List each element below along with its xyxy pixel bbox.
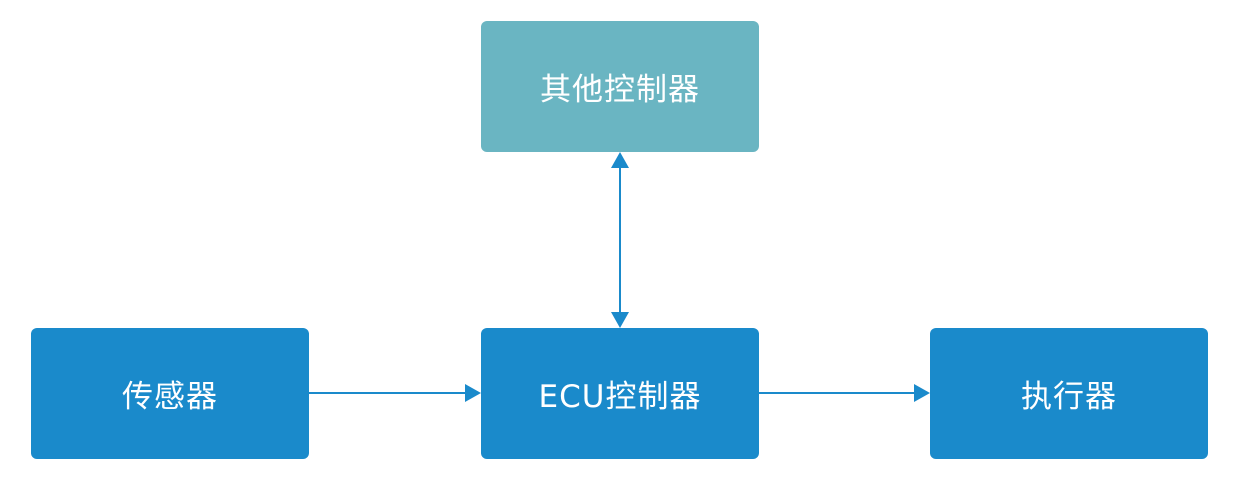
arrow-ecu-other-bidirectional xyxy=(611,152,629,328)
node-actuator-label: 执行器 xyxy=(1021,379,1117,415)
node-sensor: 传感器 xyxy=(31,328,309,459)
node-other-controllers: 其他控制器 xyxy=(481,21,759,152)
arrow-ecu-to-actuator xyxy=(759,384,930,402)
node-actuator: 执行器 xyxy=(930,328,1208,459)
node-sensor-label: 传感器 xyxy=(122,379,218,415)
node-other-controllers-label: 其他控制器 xyxy=(540,72,700,108)
arrow-sensor-to-ecu xyxy=(309,384,481,402)
node-ecu-controller: ECU控制器 xyxy=(481,328,759,459)
node-ecu-controller-label: ECU控制器 xyxy=(538,379,702,415)
